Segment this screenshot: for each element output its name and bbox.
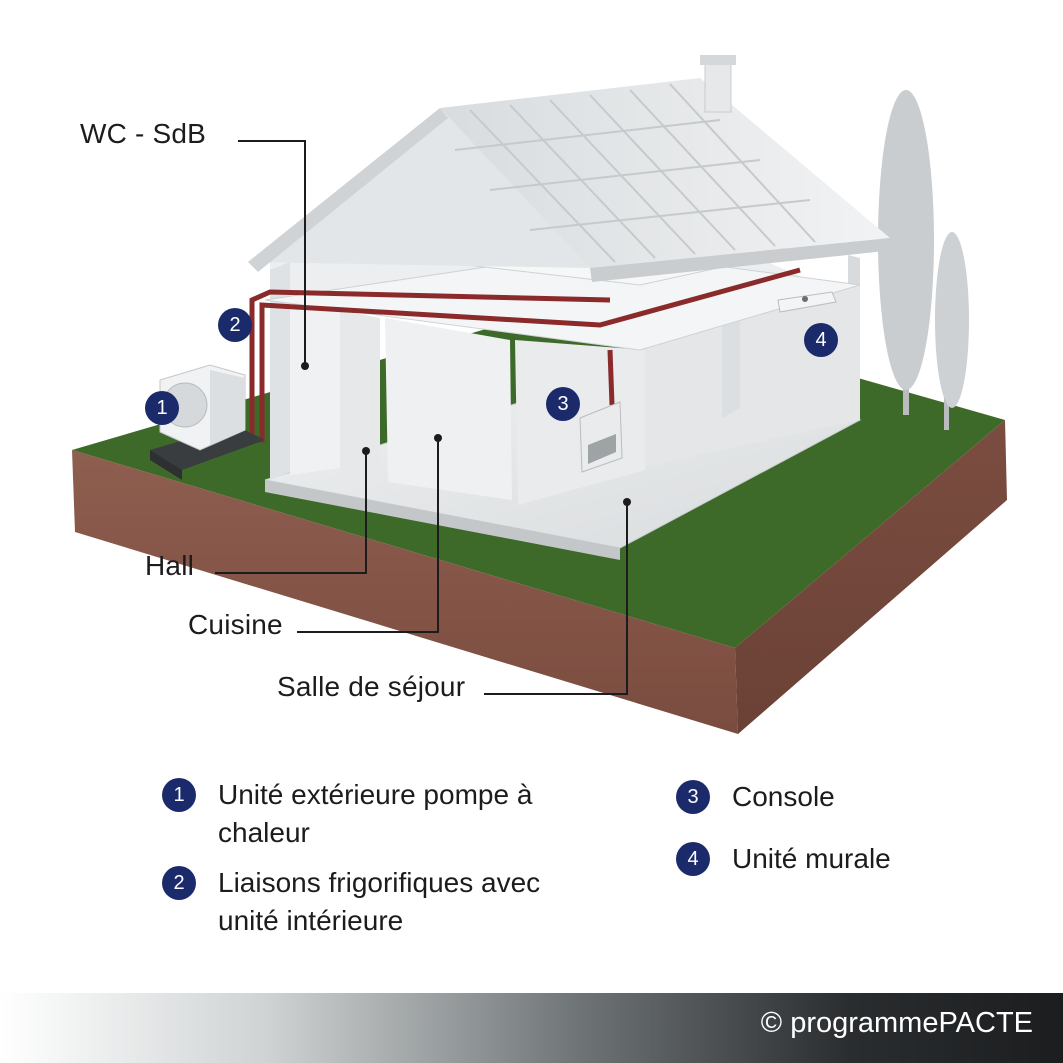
room-label-hall: Hall <box>145 550 195 581</box>
copyright-credit: © programmePACTE <box>760 1007 1033 1039</box>
legend-badge-2: 2 <box>162 866 196 900</box>
legend-text-2: Liaisons frigorifiques avec unité intéri… <box>218 867 541 936</box>
console-unit <box>579 401 623 473</box>
roof <box>248 55 895 282</box>
legend-item-2: 2 Liaisons frigorifiques avec unité inté… <box>162 864 582 940</box>
room-label-cuisine: Cuisine <box>188 609 283 640</box>
legend-text-3: Console <box>732 781 835 812</box>
marker-1-outdoor-unit: 1 <box>145 391 179 425</box>
legend-item-1: 1 Unité extérieure pompe à chaleur <box>162 776 562 852</box>
legend-badge-1: 1 <box>162 778 196 812</box>
room-label-wc-sdb: WC - SdB <box>80 118 207 149</box>
outdoor-heat-pump-unit <box>150 364 265 480</box>
trees <box>878 90 969 430</box>
legend-item-4: 4 Unité murale <box>676 840 976 878</box>
legend-text-1: Unité extérieure pompe à chaleur <box>218 779 533 848</box>
marker-3-console: 3 <box>546 387 580 421</box>
legend-item-3: 3 Console <box>676 778 976 816</box>
marker-2-refrigerant-lines: 2 <box>218 308 252 342</box>
legend-text-4: Unité murale <box>732 843 891 874</box>
room-label-salle-de-sejour: Salle de séjour <box>277 671 466 702</box>
foundation-edge <box>265 480 620 560</box>
leader-lines <box>215 140 628 695</box>
legend-badge-3: 3 <box>676 780 710 814</box>
legend-badge-4: 4 <box>676 842 710 876</box>
wall-mounted-unit <box>777 291 837 313</box>
footer-bar: © programmePACTE <box>0 993 1063 1063</box>
marker-4-wall-unit: 4 <box>804 323 838 357</box>
leader-dots <box>301 362 631 506</box>
